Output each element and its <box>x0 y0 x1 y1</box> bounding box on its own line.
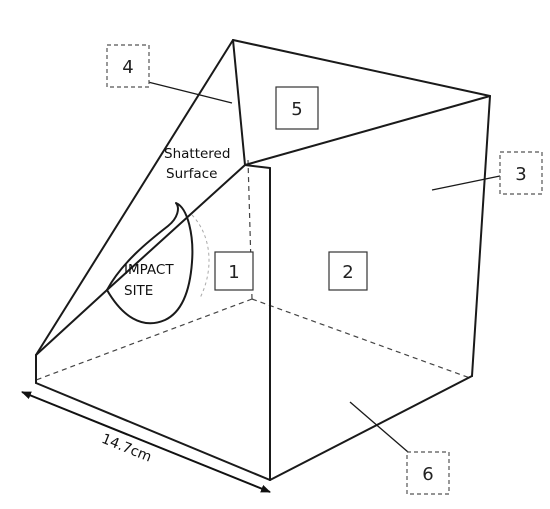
face-label-1: 1 <box>228 262 239 283</box>
face-label-6: 6 <box>422 464 433 485</box>
impact-site-label-line1: IMPACT <box>124 262 174 278</box>
impact-site-label-line2: SITE <box>124 283 153 299</box>
face-label-5: 5 <box>291 99 302 120</box>
impact-guide-arc <box>191 214 210 299</box>
face-label-2: 2 <box>342 262 353 283</box>
dimension-arrow <box>21 391 271 493</box>
face-label-box-5 <box>275 86 319 130</box>
face-label-4: 4 <box>122 57 133 78</box>
leader-lines <box>147 81 501 453</box>
hidden-edges <box>35 159 471 381</box>
dimension-label: 14.7cm <box>99 431 154 466</box>
face-label-box-4 <box>106 44 150 88</box>
face-label-box-3 <box>499 151 543 195</box>
shattered-surface-label-line2: Surface <box>166 166 217 182</box>
face-label-box-6 <box>406 451 450 495</box>
face-label-box-2 <box>328 251 368 291</box>
impact-site-outline <box>106 202 194 325</box>
face-label-box-1 <box>214 251 254 291</box>
shattered-surface-label-line1: Shattered <box>164 146 230 162</box>
visible-edges <box>35 39 491 481</box>
face-label-3: 3 <box>515 164 526 185</box>
